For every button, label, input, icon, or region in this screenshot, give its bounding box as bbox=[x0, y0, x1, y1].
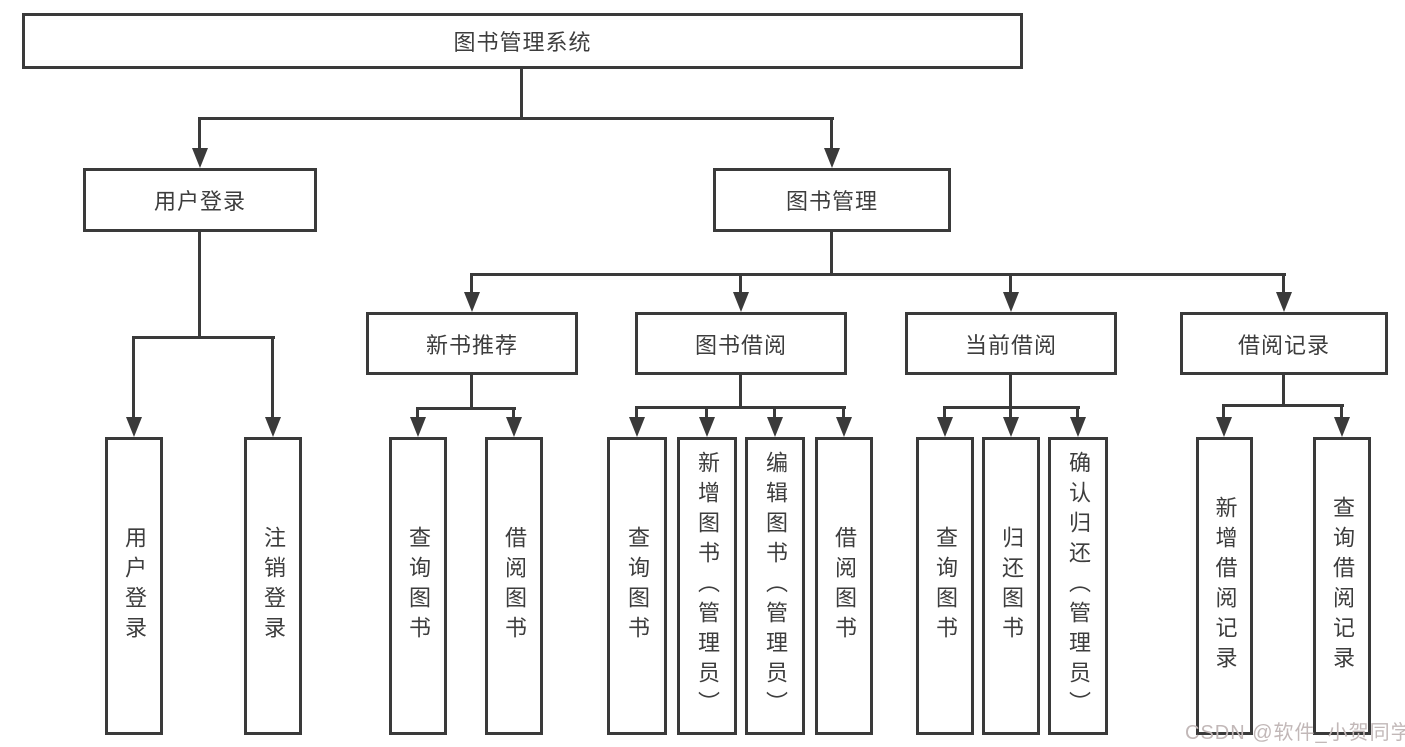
connector-line bbox=[1009, 273, 1012, 295]
node-new-book-recommend: 新书推荐 bbox=[366, 312, 578, 375]
node-book-borrow: 图书借阅 bbox=[635, 312, 847, 375]
node-label: 当前借阅 bbox=[964, 332, 1057, 358]
connector-line bbox=[416, 407, 516, 410]
arrowhead-down-icon bbox=[506, 417, 522, 437]
leaf-edit-books-admin: 编辑图书（管理员） bbox=[745, 437, 805, 735]
connector-line bbox=[1282, 375, 1285, 406]
connector-line bbox=[1076, 406, 1079, 420]
leaf-label: 查询借阅记录 bbox=[1330, 496, 1355, 676]
connector-line bbox=[1009, 375, 1012, 408]
connector-line bbox=[1340, 404, 1343, 420]
leaf-return-books: 归还图书 bbox=[982, 437, 1040, 735]
node-label: 图书管理 bbox=[785, 189, 878, 214]
arrowhead-down-icon bbox=[937, 417, 953, 437]
node-label: 图书借阅 bbox=[694, 332, 787, 358]
connector-line bbox=[198, 232, 201, 339]
arrowhead-down-icon bbox=[1003, 292, 1019, 312]
node-label: 新书推荐 bbox=[425, 332, 518, 358]
leaf-add-books-admin: 新增图书（管理员） bbox=[677, 437, 737, 735]
connector-line bbox=[635, 406, 846, 409]
node-label: 借阅记录 bbox=[1237, 332, 1330, 358]
connector-line bbox=[132, 336, 135, 420]
leaf-label: 注销登录 bbox=[261, 526, 286, 646]
leaf-label: 确认归还（管理员） bbox=[1066, 451, 1091, 721]
node-label: 图书管理系统 bbox=[453, 30, 592, 55]
leaf-query-books-recommend: 查询图书 bbox=[389, 437, 447, 735]
leaf-label: 编辑图书（管理员） bbox=[763, 451, 788, 721]
node-library-management-system: 图书管理系统 bbox=[22, 13, 1023, 69]
connector-line bbox=[1009, 406, 1012, 420]
leaf-confirm-return-admin: 确认归还（管理员） bbox=[1048, 437, 1108, 735]
connector-line bbox=[198, 117, 834, 120]
connector-line bbox=[1222, 404, 1344, 407]
leaf-query-books: 查询图书 bbox=[607, 437, 667, 735]
arrowhead-down-icon bbox=[265, 417, 281, 437]
leaf-label: 查询图书 bbox=[406, 526, 431, 646]
node-label: 用户登录 bbox=[153, 189, 246, 214]
leaf-borrow-books: 借阅图书 bbox=[815, 437, 873, 735]
connector-line bbox=[705, 406, 708, 420]
node-book-management: 图书管理 bbox=[713, 168, 951, 232]
leaf-borrow-books-recommend: 借阅图书 bbox=[485, 437, 543, 735]
leaf-user-login: 用户登录 bbox=[105, 437, 163, 735]
connector-line bbox=[943, 406, 946, 420]
node-borrow-records: 借阅记录 bbox=[1180, 312, 1388, 375]
leaf-query-borrow-record: 查询借阅记录 bbox=[1313, 437, 1371, 735]
arrowhead-down-icon bbox=[464, 292, 480, 312]
connector-line bbox=[739, 273, 742, 295]
connector-line bbox=[470, 375, 473, 409]
arrowhead-down-icon bbox=[126, 417, 142, 437]
arrowhead-down-icon bbox=[767, 417, 783, 437]
arrowhead-down-icon bbox=[733, 292, 749, 312]
connector-line bbox=[271, 336, 274, 420]
arrowhead-down-icon bbox=[699, 417, 715, 437]
node-current-borrow: 当前借阅 bbox=[905, 312, 1117, 375]
leaf-add-borrow-record: 新增借阅记录 bbox=[1196, 437, 1253, 735]
arrowhead-down-icon bbox=[824, 148, 840, 168]
node-user-login: 用户登录 bbox=[83, 168, 317, 232]
leaf-label: 查询图书 bbox=[625, 526, 650, 646]
leaf-label: 借阅图书 bbox=[502, 526, 527, 646]
connector-line bbox=[198, 117, 201, 150]
arrowhead-down-icon bbox=[1334, 417, 1350, 437]
arrowhead-down-icon bbox=[192, 148, 208, 168]
leaf-label: 借阅图书 bbox=[832, 526, 857, 646]
arrowhead-down-icon bbox=[1276, 292, 1292, 312]
arrowhead-down-icon bbox=[1216, 417, 1232, 437]
connector-line bbox=[830, 117, 833, 150]
arrowhead-down-icon bbox=[1070, 417, 1086, 437]
connector-line bbox=[470, 273, 1286, 276]
arrowhead-down-icon bbox=[836, 417, 852, 437]
connector-line bbox=[416, 407, 419, 420]
arrowhead-down-icon bbox=[1003, 417, 1019, 437]
leaf-label: 用户登录 bbox=[122, 526, 147, 646]
connector-line bbox=[520, 69, 523, 120]
connector-line bbox=[842, 406, 845, 420]
connector-line bbox=[739, 375, 742, 408]
connector-line bbox=[1282, 273, 1285, 295]
leaf-logout: 注销登录 bbox=[244, 437, 302, 735]
connector-line bbox=[830, 232, 833, 276]
leaf-label: 查询图书 bbox=[933, 526, 958, 646]
csdn-watermark: CSDN @软件_小贺同学 bbox=[1185, 722, 1405, 744]
connector-line bbox=[773, 406, 776, 420]
arrowhead-down-icon bbox=[410, 417, 426, 437]
arrowhead-down-icon bbox=[629, 417, 645, 437]
connector-line bbox=[512, 407, 515, 420]
connector-line bbox=[1222, 404, 1225, 420]
leaf-query-books-current: 查询图书 bbox=[916, 437, 974, 735]
connector-line bbox=[635, 406, 638, 420]
leaf-label: 归还图书 bbox=[999, 526, 1024, 646]
connector-line bbox=[132, 336, 275, 339]
connector-line bbox=[470, 273, 473, 295]
leaf-label: 新增借阅记录 bbox=[1212, 496, 1238, 676]
leaf-label: 新增图书（管理员） bbox=[695, 451, 720, 721]
